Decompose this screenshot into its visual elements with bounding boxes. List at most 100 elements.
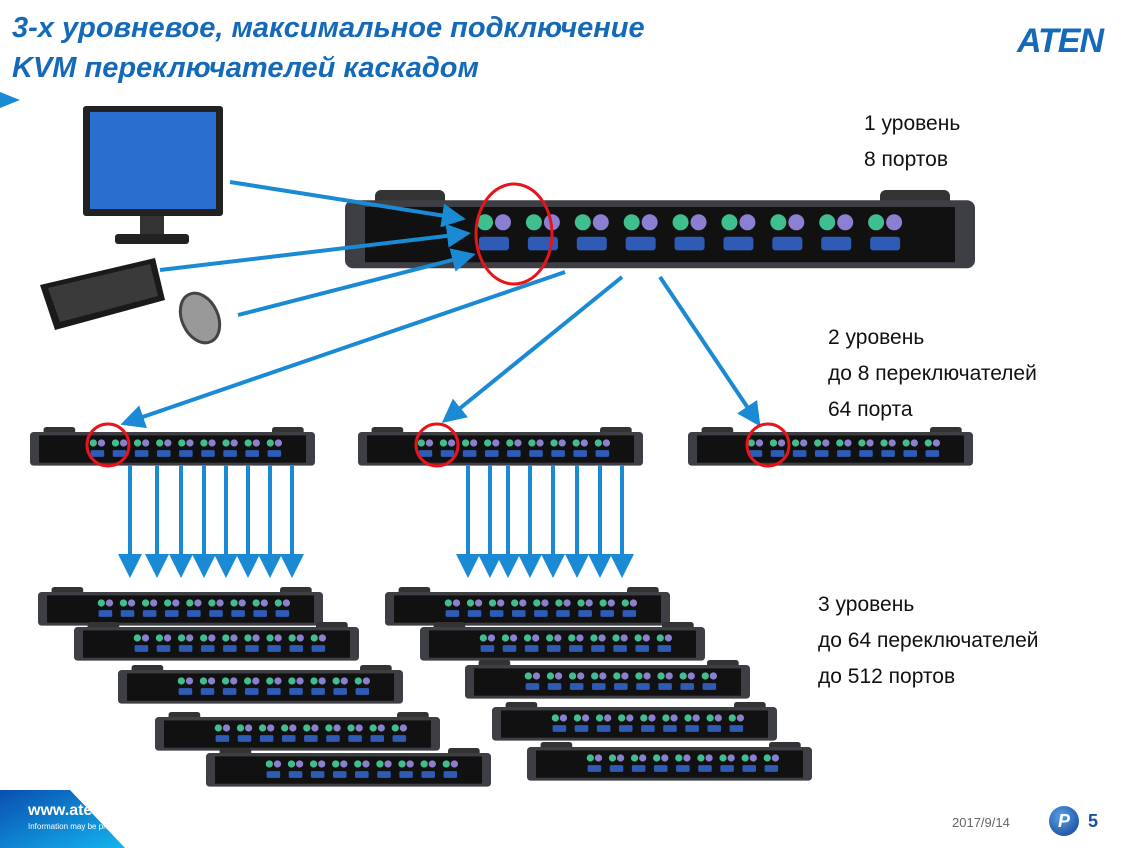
ps2-keyboard-port <box>528 439 536 447</box>
ps2-mouse-port <box>692 714 700 722</box>
vga-port <box>467 610 482 617</box>
vga-port <box>578 610 592 617</box>
ps2-mouse-port <box>362 760 370 768</box>
ps2-keyboard-port <box>347 724 355 732</box>
vga-port <box>244 688 259 695</box>
vga-port <box>156 645 171 652</box>
ps2-keyboard-port <box>332 677 340 685</box>
ps2-mouse-port <box>474 599 483 607</box>
vga-port <box>289 645 304 652</box>
ps2-keyboard-port <box>697 754 705 762</box>
aten-logo: ATEN <box>1016 22 1104 60</box>
ps2-keyboard-port <box>141 599 150 607</box>
ps2-mouse-port <box>222 724 231 732</box>
ps2-mouse-port <box>670 714 678 722</box>
vga-port <box>392 735 407 742</box>
ps2-mouse-port <box>238 599 246 607</box>
level-3-switch <box>118 665 403 704</box>
ps2-keyboard-port <box>675 754 683 762</box>
vga-port <box>729 725 744 732</box>
vga-port <box>527 236 558 251</box>
ps2-mouse-port <box>598 634 606 642</box>
ps2-mouse-port <box>452 599 461 607</box>
ps2-mouse-port <box>602 439 611 447</box>
vga-port <box>636 683 650 690</box>
ps2-mouse-port <box>194 599 202 607</box>
level-3-ports: до 512 портов <box>818 665 956 688</box>
ps2-keyboard-port <box>200 634 208 642</box>
ps2-mouse-port <box>866 439 874 447</box>
ps2-keyboard-port <box>814 439 822 447</box>
ps2-keyboard-port <box>244 677 252 685</box>
ps2-mouse-port <box>709 672 718 680</box>
ps2-mouse-port <box>274 677 282 685</box>
switch-panel <box>394 595 661 623</box>
switch-panel <box>429 630 696 658</box>
ps2-mouse-port <box>425 439 434 447</box>
vga-port <box>253 610 268 617</box>
ps2-mouse-port <box>844 439 852 447</box>
vga-port <box>134 450 149 457</box>
vga-port <box>164 610 179 617</box>
switch-panel <box>83 630 350 658</box>
ps2-mouse-port <box>736 714 745 722</box>
ps2-keyboard-port <box>488 599 497 607</box>
ps2-mouse-port <box>274 634 282 642</box>
ps2-keyboard-port <box>97 599 105 607</box>
vga-port <box>576 236 607 251</box>
ps2-mouse-port <box>406 760 414 768</box>
ps2-keyboard-port <box>461 439 470 447</box>
ps2-keyboard-port <box>533 599 541 607</box>
ps2-keyboard-port <box>568 672 577 680</box>
ps2-mouse-port <box>252 677 260 685</box>
ps2-keyboard-port <box>525 214 542 231</box>
ps2-keyboard-port <box>599 599 607 607</box>
ps2-keyboard-port <box>439 439 448 447</box>
ps2-keyboard-port <box>791 439 800 447</box>
ps2-mouse-port <box>185 677 194 685</box>
vga-port <box>156 450 171 457</box>
ps2-mouse-port <box>642 634 650 642</box>
vga-port <box>237 735 252 742</box>
ps2-mouse-port <box>727 754 735 762</box>
console-port-highlight <box>85 422 131 468</box>
level-1-switch <box>345 190 975 269</box>
ps2-keyboard-port <box>719 754 727 762</box>
footer-url[interactable]: www.aten.com <box>28 802 140 819</box>
ps2-mouse-port <box>580 439 588 447</box>
ps2-keyboard-port <box>288 677 296 685</box>
vga-port <box>370 735 385 742</box>
console-port-highlight <box>745 422 791 468</box>
ps2-keyboard-port <box>595 714 604 722</box>
vga-port <box>702 683 717 690</box>
ps2-keyboard-port <box>391 724 399 732</box>
vga-port <box>245 450 260 457</box>
switch-panel <box>536 750 803 778</box>
monitor-icon <box>83 106 223 244</box>
vga-port <box>267 450 282 457</box>
level-2-switch <box>688 427 973 466</box>
ps2-keyboard-port <box>354 677 362 685</box>
ps2-mouse-port <box>607 599 615 607</box>
ps2-keyboard-port <box>608 754 617 762</box>
ps2-mouse-port <box>105 599 114 607</box>
ps2-mouse-port <box>822 439 830 447</box>
ps2-mouse-port <box>244 724 253 732</box>
vga-port <box>551 450 565 457</box>
vga-port <box>142 610 157 617</box>
vga-port <box>534 610 548 617</box>
ps2-mouse-port <box>592 214 609 231</box>
ps2-mouse-port <box>626 714 634 722</box>
ps2-keyboard-port <box>155 634 164 642</box>
ps2-mouse-port <box>886 214 903 231</box>
vga-port <box>613 645 627 652</box>
ps2-keyboard-port <box>728 714 736 722</box>
ps2-keyboard-port <box>222 634 230 642</box>
ps2-keyboard-port <box>369 724 377 732</box>
ps2-keyboard-port <box>442 760 450 768</box>
ps2-keyboard-port <box>266 439 274 447</box>
ps2-mouse-port <box>311 724 319 732</box>
vga-port <box>707 725 722 732</box>
ps2-mouse-port <box>837 214 854 231</box>
ps2-keyboard-port <box>747 439 755 447</box>
